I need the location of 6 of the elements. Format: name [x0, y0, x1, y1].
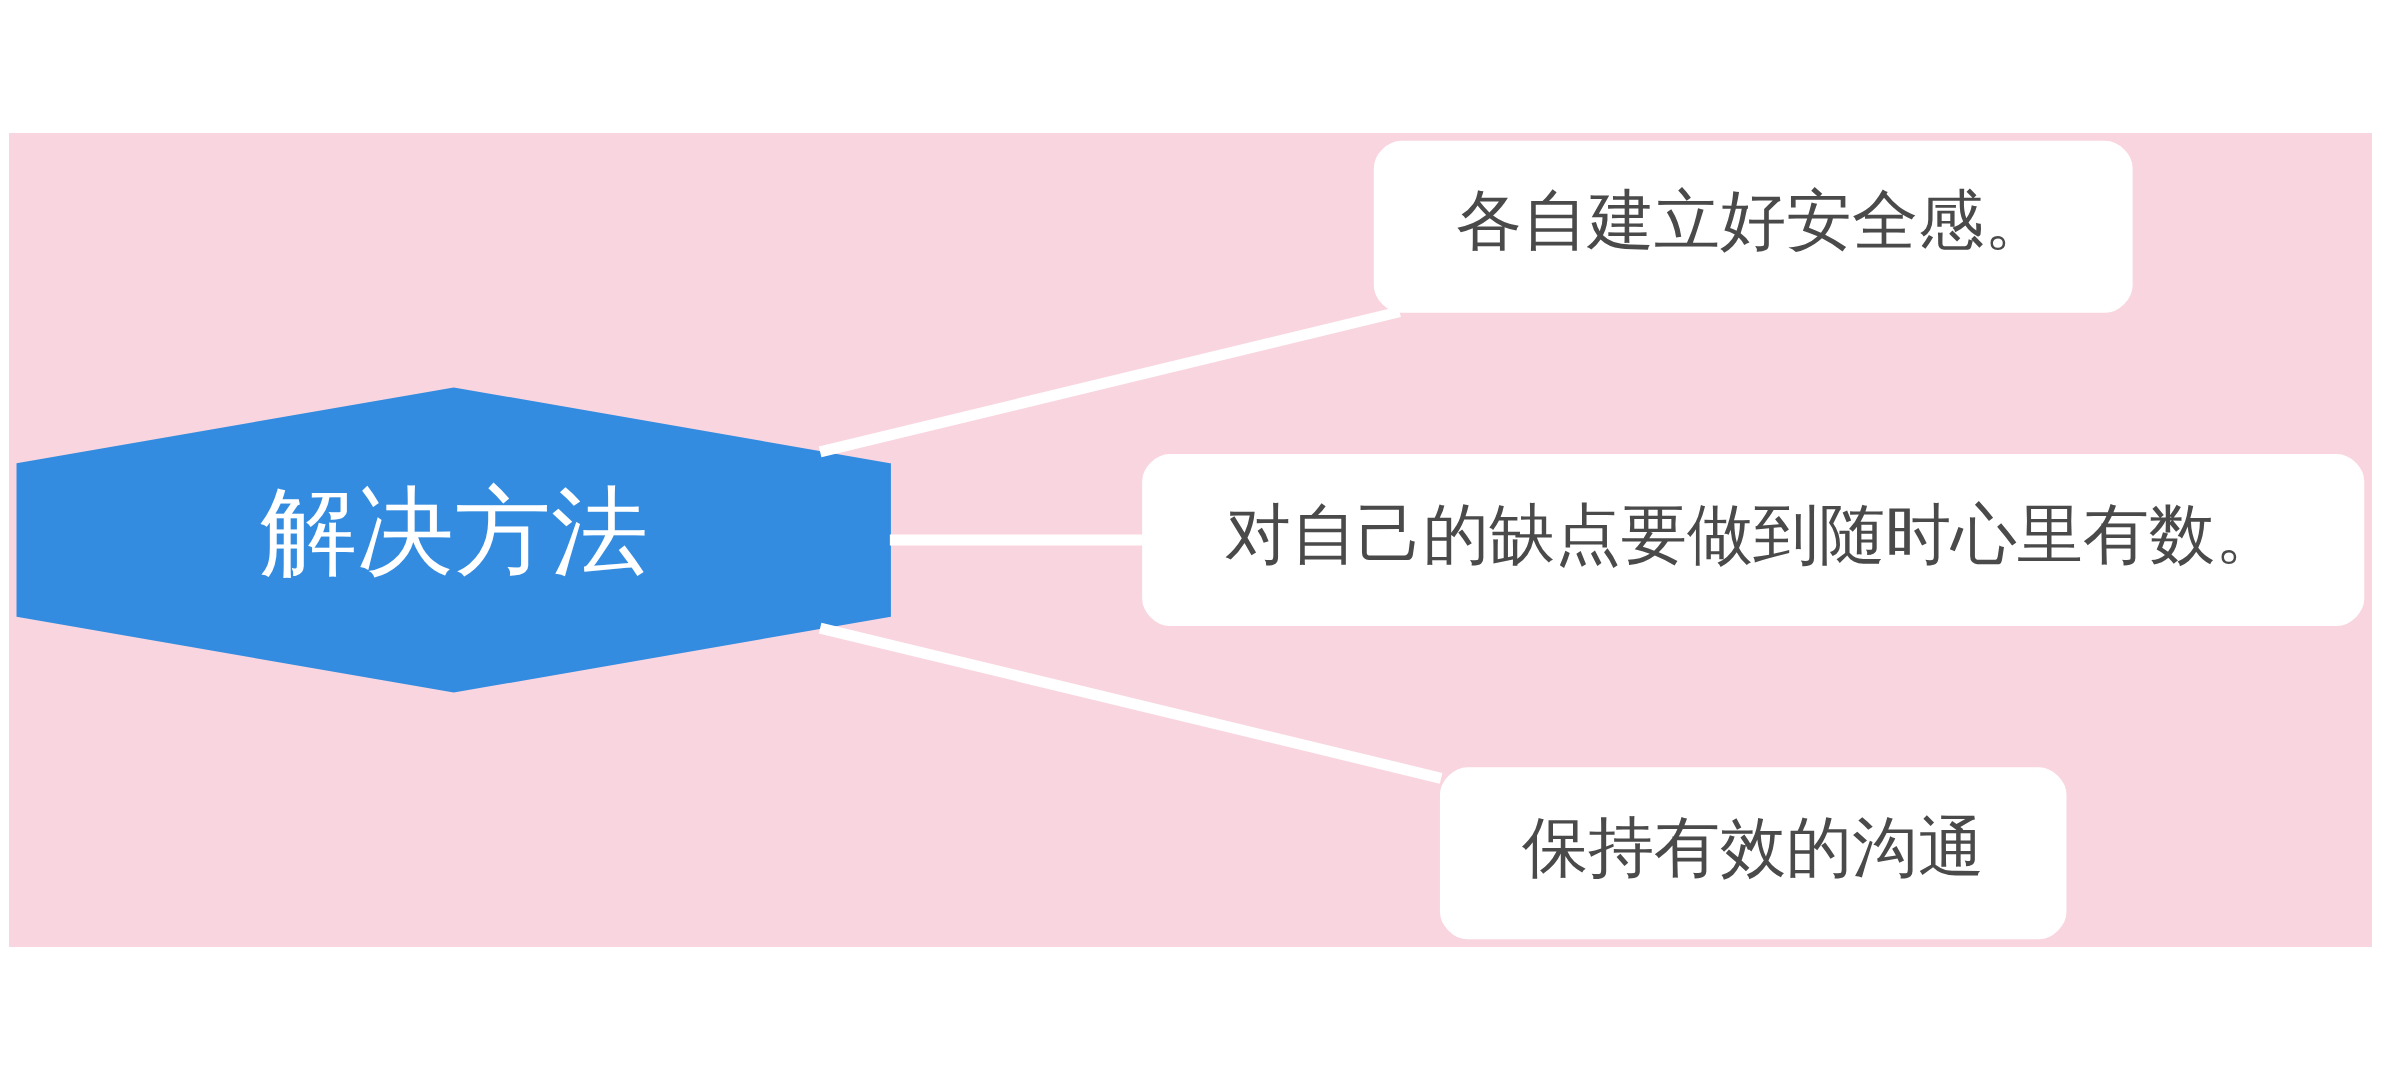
node-box: 对自己的缺点要做到随时心里有数。: [1142, 453, 2365, 627]
node-box: 保持有效的沟通: [1439, 767, 2067, 940]
node-box: 各自建立好安全感。: [1373, 140, 2133, 313]
connector: [818, 306, 1401, 458]
connector: [889, 534, 1143, 546]
connector: [818, 622, 1443, 784]
